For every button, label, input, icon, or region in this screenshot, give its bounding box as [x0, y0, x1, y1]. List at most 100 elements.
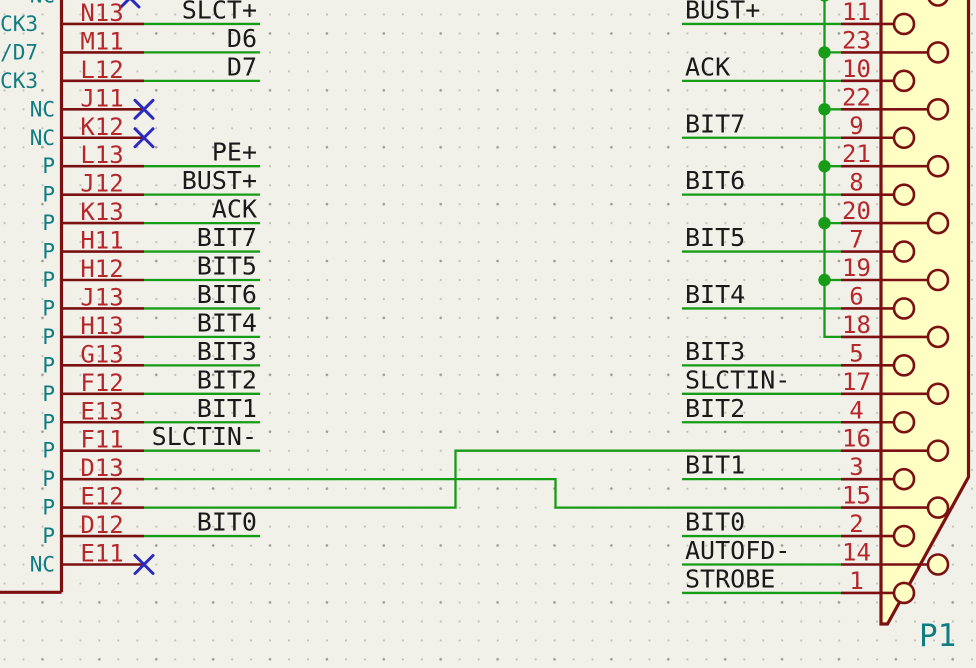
pin-number: E11	[80, 540, 123, 568]
net-label-BIT0[interactable]: BIT0	[197, 508, 257, 537]
pin-number: 15	[842, 482, 871, 510]
component-body-edge[interactable]	[0, 0, 64, 594]
pin-number: J11	[80, 84, 123, 112]
net-label-AUTOFD-[interactable]: AUTOFD-	[685, 536, 790, 565]
pin-number: 2	[849, 510, 863, 538]
net-label-BIT4[interactable]: BIT4	[197, 308, 257, 337]
pin-number: N13	[80, 0, 123, 27]
pin-number: 9	[849, 112, 863, 140]
net-label-BIT2[interactable]: BIT2	[197, 365, 257, 394]
no-connect-icon[interactable]	[133, 98, 155, 120]
pin-number: J12	[80, 170, 123, 198]
pin-number: 18	[842, 311, 871, 339]
pin-circle[interactable]	[926, 496, 950, 519]
pin-number: H13	[80, 312, 123, 340]
net-label-BIT7[interactable]: BIT7	[685, 109, 745, 138]
net-label-D6[interactable]: D6	[227, 24, 257, 53]
pin-number: D12	[80, 511, 123, 539]
pin-number: F12	[80, 369, 123, 397]
pin-number: 19	[842, 254, 871, 282]
pin-circle[interactable]	[927, 0, 949, 7]
pin-name: NC	[30, 553, 55, 577]
pin-number: M11	[80, 27, 123, 55]
pin-circle[interactable]	[892, 467, 916, 491]
pin-name: P	[42, 496, 55, 520]
pin-number: 14	[842, 539, 871, 567]
net-label-BIT3[interactable]: BIT3	[197, 337, 257, 366]
junction-dot	[818, 160, 831, 173]
pin-name: P	[42, 183, 55, 207]
junction-dot	[818, 46, 831, 59]
net-label-BUST+[interactable]: BUST+	[182, 166, 257, 195]
pin-number: 16	[842, 425, 871, 453]
pin-number: J13	[80, 283, 123, 311]
net-label-BIT1[interactable]: BIT1	[197, 394, 257, 423]
net-label-BUST+[interactable]: BUST+	[685, 0, 760, 24]
net-label-BIT2[interactable]: BIT2	[685, 394, 745, 423]
pin-number: 3	[849, 453, 863, 481]
pin-name: NC	[30, 0, 55, 8]
net-label-BIT4[interactable]: BIT4	[685, 280, 745, 309]
pin-circle[interactable]	[926, 154, 950, 178]
net-label-STROBE[interactable]: STROBE	[685, 564, 775, 593]
pin-name: NC	[30, 126, 55, 150]
net-label-BIT7[interactable]: BIT7	[197, 223, 257, 252]
wire-E12-to-16[interactable]	[144, 449, 841, 509]
junction-dot	[818, 216, 831, 230]
pin-number: 11	[842, 0, 871, 26]
pin-name: P	[42, 439, 55, 463]
pin-number: K13	[80, 198, 123, 226]
pin-number: 5	[849, 339, 863, 367]
junction-dot	[818, 103, 831, 116]
net-label-ACK[interactable]: ACK	[685, 52, 730, 81]
pin-circle[interactable]	[892, 354, 916, 377]
pin-circle[interactable]	[926, 98, 950, 121]
pin-number: L12	[80, 56, 123, 84]
pin-circle[interactable]	[926, 268, 950, 292]
net-label-SLCTIN-[interactable]: SLCTIN-	[152, 422, 257, 451]
pin-circle[interactable]	[926, 41, 950, 64]
pin-number: 17	[842, 368, 871, 396]
pin-circle[interactable]	[926, 211, 950, 235]
pin-circle[interactable]	[892, 410, 916, 434]
net-label-D7[interactable]: D7	[227, 52, 257, 81]
pin-circle[interactable]	[892, 524, 916, 548]
net-label-PE+[interactable]: PE+	[212, 138, 257, 167]
net-label-BIT6[interactable]: BIT6	[197, 280, 257, 309]
pin-circle[interactable]	[892, 240, 916, 263]
pin-circle[interactable]	[892, 12, 916, 36]
pin-number: F11	[80, 426, 123, 454]
net-label-BIT0[interactable]: BIT0	[685, 508, 745, 537]
net-label-BIT6[interactable]: BIT6	[685, 166, 745, 195]
pin-circle[interactable]	[926, 553, 950, 576]
junction-dot	[818, 273, 831, 287]
no-connect-icon[interactable]	[133, 127, 155, 149]
net-label-SLCT+[interactable]: SLCT+	[182, 0, 257, 24]
pin-number: L13	[80, 141, 123, 169]
no-connect-icon[interactable]	[119, 0, 141, 9]
pin-circle[interactable]	[892, 581, 916, 605]
pin-number: D13	[80, 454, 123, 482]
pin-circle[interactable]	[926, 325, 950, 349]
pin-number: 23	[842, 26, 871, 54]
net-label-SLCTIN-[interactable]: SLCTIN-	[685, 365, 790, 394]
pin-number: H12	[80, 255, 123, 283]
no-connect-icon[interactable]	[133, 554, 155, 575]
net-label-BIT3[interactable]: BIT3	[685, 337, 745, 366]
reference-designator[interactable]: P1	[919, 618, 956, 654]
net-label-BIT5[interactable]: BIT5	[197, 252, 257, 281]
net-label-BIT1[interactable]: BIT1	[685, 451, 745, 480]
pin-circle[interactable]	[892, 183, 916, 206]
net-label-ACK[interactable]: ACK	[212, 195, 257, 224]
pin-name: P	[42, 154, 55, 178]
wire-D13-to-15[interactable]	[144, 477, 841, 509]
net-label-BIT5[interactable]: BIT5	[685, 223, 745, 252]
pin-circle[interactable]	[892, 297, 916, 320]
pin-circle[interactable]	[926, 382, 950, 406]
pin-circle[interactable]	[926, 439, 950, 463]
pin-circle[interactable]	[892, 69, 916, 93]
pin-circle[interactable]	[892, 126, 916, 150]
pin-number: 1	[849, 567, 863, 595]
pin-number: 20	[842, 197, 871, 225]
